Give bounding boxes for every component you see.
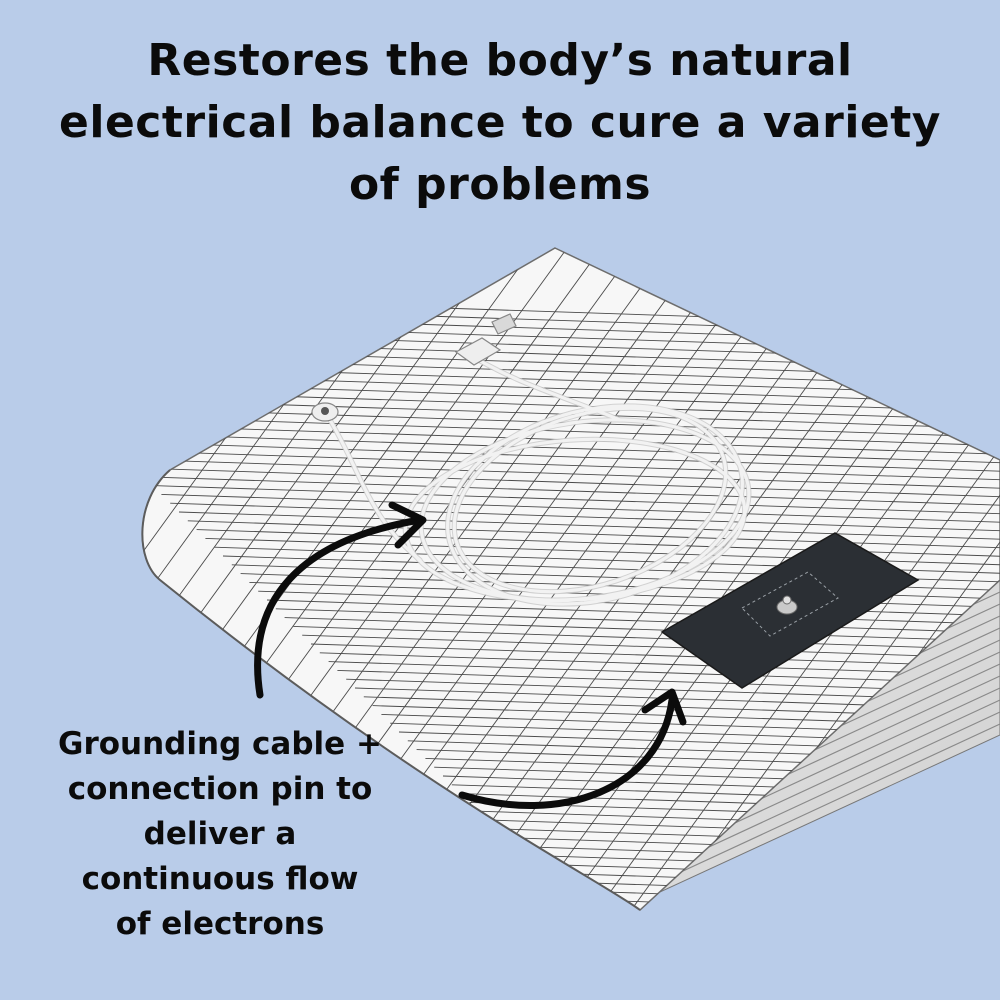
caption-line: Grounding cable + <box>58 726 382 762</box>
snap-connector <box>311 402 339 422</box>
grid-line <box>363 696 1000 730</box>
grid-line <box>637 970 1000 1000</box>
grid-line <box>142 248 603 910</box>
caption-line: deliver a <box>143 816 297 852</box>
grid-line <box>610 943 1000 975</box>
grid-line <box>142 248 535 910</box>
grid-line <box>142 467 1000 501</box>
snap-pin-icon <box>776 595 798 615</box>
arrow-icon <box>458 688 687 809</box>
grid-line <box>240 573 1000 607</box>
grid-line <box>142 432 1000 466</box>
grid-line <box>337 669 1000 703</box>
caption-line: of electrons <box>115 906 325 942</box>
headline: Restores the body’s natural electrical b… <box>59 35 941 210</box>
caption-line: connection pin to <box>67 771 373 807</box>
grid-line <box>319 652 1000 686</box>
grid-line <box>654 987 1000 1000</box>
grid-line <box>328 661 1000 695</box>
grid-line <box>142 458 1000 492</box>
grid-line <box>161 493 1000 527</box>
connection-patch <box>660 532 920 689</box>
grounding-cable <box>327 352 752 607</box>
feature-caption: Grounding cable + connection pin to deli… <box>10 722 430 947</box>
arrow-icon <box>254 501 427 699</box>
grid-line <box>645 978 1000 1000</box>
grid-line <box>593 926 1000 958</box>
grid-line <box>346 678 1000 712</box>
grid-line <box>143 476 1000 510</box>
grid-line <box>574 907 1000 910</box>
grid-line <box>152 485 1000 519</box>
grid-line <box>205 537 1000 571</box>
grid-line <box>628 961 1000 993</box>
grid-line <box>584 917 1000 949</box>
grid-line <box>187 520 1000 554</box>
grid-line <box>310 643 1000 677</box>
grid-line <box>619 952 1000 984</box>
grid-line <box>142 449 1000 483</box>
grid-line <box>231 564 1000 598</box>
grid-line <box>601 934 1000 966</box>
grid-line <box>142 441 1000 475</box>
plug-connector <box>454 313 517 366</box>
grid-line <box>522 854 1000 888</box>
grid-line <box>178 511 1000 545</box>
grid-line <box>222 555 1000 589</box>
caption-line: continuous flow <box>81 861 359 897</box>
